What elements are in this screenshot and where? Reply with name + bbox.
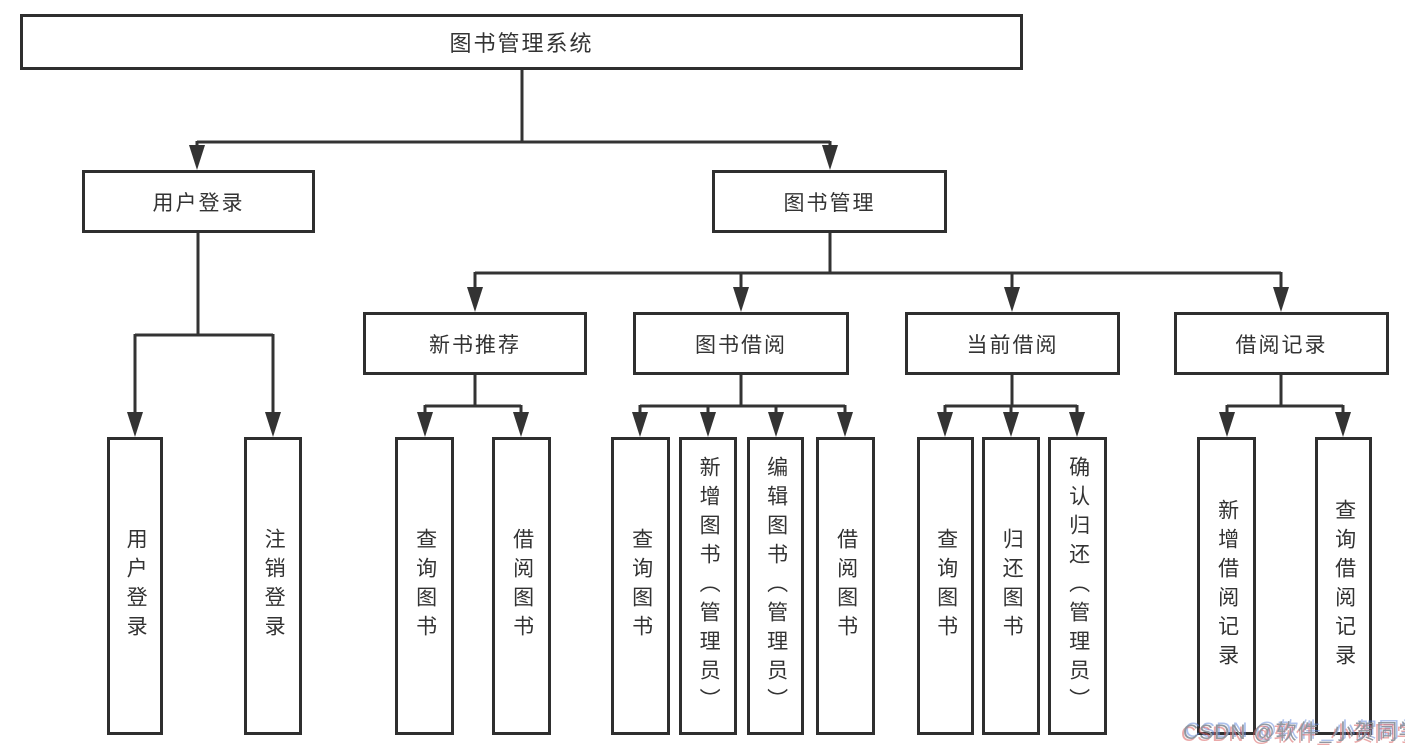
leaf-user-login: 用户登录 [107, 437, 163, 735]
connector-book-borrow-to-leaves [632, 375, 853, 437]
node-label: 图书管理 [783, 191, 876, 215]
leaf-query-borrow-record: 查询借阅记录 [1315, 437, 1372, 735]
leaf-confirm-return-admin: 确认归还（管理员） [1048, 437, 1107, 735]
node-label: 用户登录 [152, 191, 245, 215]
connector-borrow-records-to-leaves [1219, 375, 1351, 437]
leaf-label: 查询图书 [934, 528, 958, 644]
leaf-label: 查询图书 [629, 528, 653, 644]
leaf-label: 归还图书 [1000, 528, 1024, 644]
leaf-add-books-admin: 新增图书（管理员） [679, 437, 737, 735]
leaf-query-books-recommend: 查询图书 [395, 437, 454, 735]
leaf-edit-books-admin: 编辑图书（管理员） [747, 437, 804, 735]
leaf-label: 查询图书 [413, 528, 437, 644]
node-label: 图书借阅 [695, 333, 787, 357]
leaf-label: 新增图书（管理员） [697, 455, 721, 717]
leaf-borrow-books-recommend: 借阅图书 [492, 437, 551, 735]
leaf-label: 用户登录 [124, 528, 148, 644]
connector-book-management-to-level3 [467, 233, 1289, 312]
leaf-label: 确认归还（管理员） [1066, 455, 1090, 717]
node-label: 图书管理系统 [449, 31, 594, 56]
leaf-logout: 注销登录 [244, 437, 302, 735]
leaf-borrow-books: 借阅图书 [816, 437, 875, 735]
node-current-borrowing: 当前借阅 [905, 312, 1120, 375]
leaf-return-books: 归还图书 [982, 437, 1040, 735]
csdn-watermark: CSDN @软件_小贺同学 [1183, 721, 1405, 744]
node-user-login: 用户登录 [82, 170, 315, 233]
node-new-book-recommendation: 新书推荐 [363, 312, 587, 375]
leaf-label: 注销登录 [262, 528, 286, 644]
node-label: 当前借阅 [966, 333, 1059, 357]
connector-new-book-to-leaves [417, 375, 529, 437]
node-book-borrowing: 图书借阅 [633, 312, 849, 375]
leaf-query-books-borrow: 查询图书 [611, 437, 670, 735]
leaf-label: 新增借阅记录 [1215, 499, 1239, 673]
leaf-label: 编辑图书（管理员） [764, 455, 788, 717]
leaf-query-books-current: 查询图书 [917, 437, 974, 735]
connector-current-borrow-to-leaves [937, 375, 1085, 437]
leaf-label: 借阅图书 [834, 528, 858, 644]
node-borrowing-records: 借阅记录 [1174, 312, 1389, 375]
leaf-label: 查询借阅记录 [1332, 499, 1356, 673]
connector-root-to-level2 [189, 69, 838, 170]
node-label: 借阅记录 [1235, 333, 1328, 357]
node-book-management: 图书管理 [712, 170, 947, 233]
connector-user-login-to-leaves [127, 233, 281, 437]
node-label: 新书推荐 [429, 333, 521, 357]
node-system-root: 图书管理系统 [20, 14, 1023, 70]
leaf-label: 借阅图书 [510, 528, 534, 644]
leaf-add-borrow-record: 新增借阅记录 [1197, 437, 1256, 735]
